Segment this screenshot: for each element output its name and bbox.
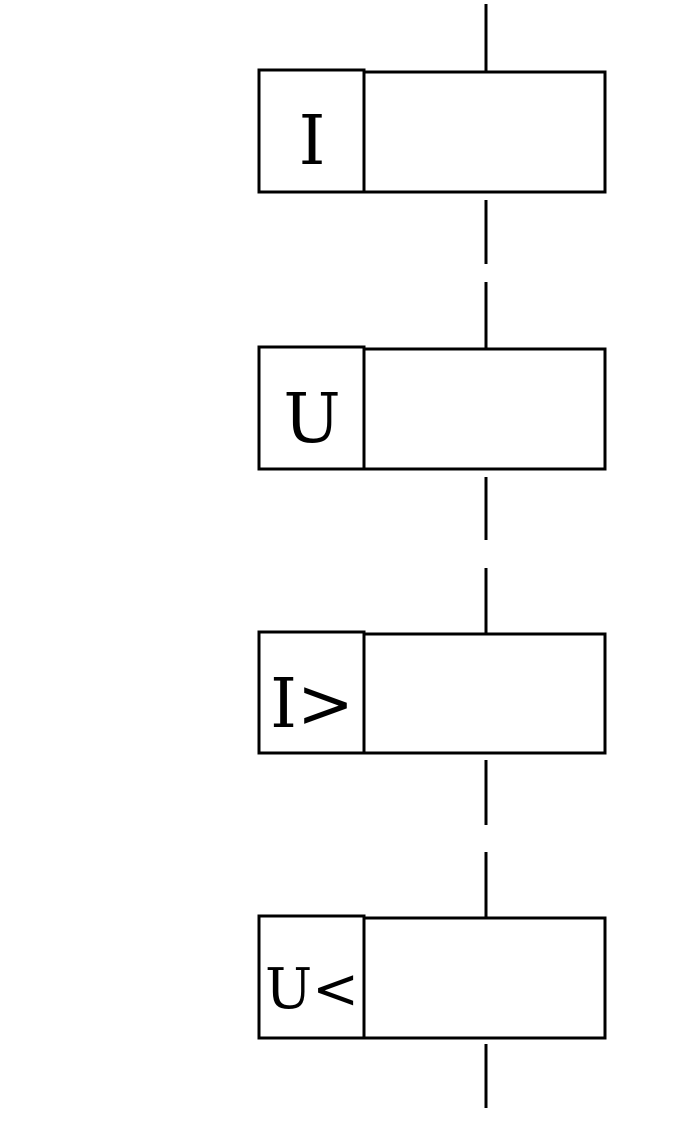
relay-symbol: I: [299, 102, 326, 181]
relay-symbol-cell: [257, 630, 366, 755]
relay-block-2: U: [257, 345, 607, 471]
relay-symbol: U<: [265, 957, 359, 1022]
relay-symbol-cell: [257, 914, 366, 1040]
relay-symbol-cell: [257, 345, 366, 471]
relay-symbol: I>: [270, 665, 354, 744]
relay-symbol-cell: [257, 68, 366, 194]
relay-block-1: I: [257, 68, 607, 194]
relay-body: [362, 916, 607, 1040]
relay-body: [362, 632, 607, 755]
relay-body: [362, 347, 607, 471]
relay-symbol: U: [283, 380, 340, 459]
relay-block-4: U<: [257, 914, 607, 1040]
relay-body: [362, 70, 607, 194]
relay-block-3: I>: [257, 630, 607, 755]
